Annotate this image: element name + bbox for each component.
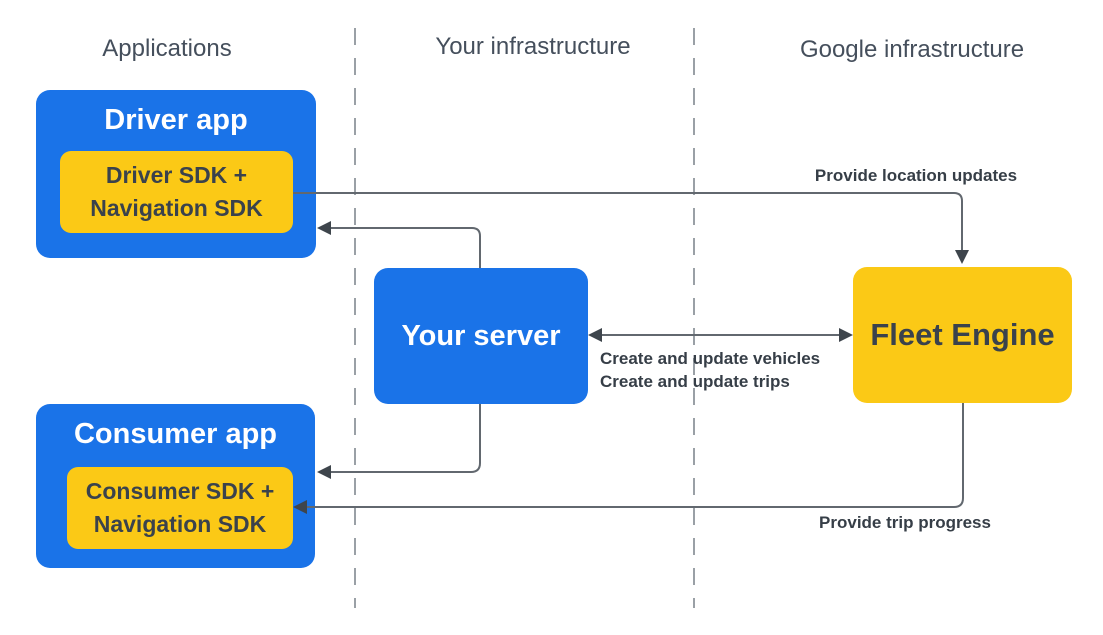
node-your-server: Your server	[374, 268, 588, 404]
driver-sdk-line2: Navigation SDK	[90, 195, 263, 221]
arrowhead-into-fleet-engine-left	[839, 328, 853, 342]
column-header-google-infrastructure: Google infrastructure	[799, 36, 1025, 63]
node-driver-sdk: Driver SDK + Navigation SDK	[60, 151, 293, 233]
label-create-update-trips: Create and update trips	[600, 372, 790, 391]
label-create-and-update: Create and update vehicles Create and up…	[600, 347, 820, 393]
your-server-title: Your server	[401, 319, 561, 352]
arrowhead-into-consumer-app	[317, 465, 331, 479]
node-driver-app: Driver app Driver SDK + Navigation SDK	[36, 90, 316, 258]
arrow-server-to-consumer-app	[331, 404, 481, 473]
node-fleet-engine: Fleet Engine	[853, 267, 1072, 403]
arrowhead-into-fleet-engine	[955, 250, 969, 264]
consumer-sdk-line1: Consumer SDK +	[85, 478, 275, 504]
label-provide-location-updates: Provide location updates	[814, 166, 1018, 185]
arrowhead-into-server	[588, 328, 602, 342]
arrow-server-to-driver-app	[331, 227, 481, 268]
node-consumer-app: Consumer app Consumer SDK + Navigation S…	[36, 404, 315, 568]
consumer-app-title: Consumer app	[73, 418, 278, 450]
label-provide-trip-progress: Provide trip progress	[819, 513, 991, 532]
consumer-sdk-line2: Navigation SDK	[93, 511, 267, 537]
arrowhead-into-driver-app	[317, 221, 331, 235]
fleet-engine-title: Fleet Engine	[870, 317, 1055, 352]
column-header-your-infrastructure: Your infrastructure	[435, 33, 631, 60]
column-header-applications: Applications	[102, 35, 232, 62]
label-create-update-vehicles: Create and update vehicles	[600, 349, 821, 368]
arrow-provide-trip-progress	[307, 403, 964, 508]
node-consumer-sdk: Consumer SDK + Navigation SDK	[67, 467, 293, 549]
arrow-provide-location-updates	[293, 192, 963, 251]
driver-app-title: Driver app	[104, 104, 248, 136]
driver-sdk-line1: Driver SDK +	[105, 162, 248, 188]
